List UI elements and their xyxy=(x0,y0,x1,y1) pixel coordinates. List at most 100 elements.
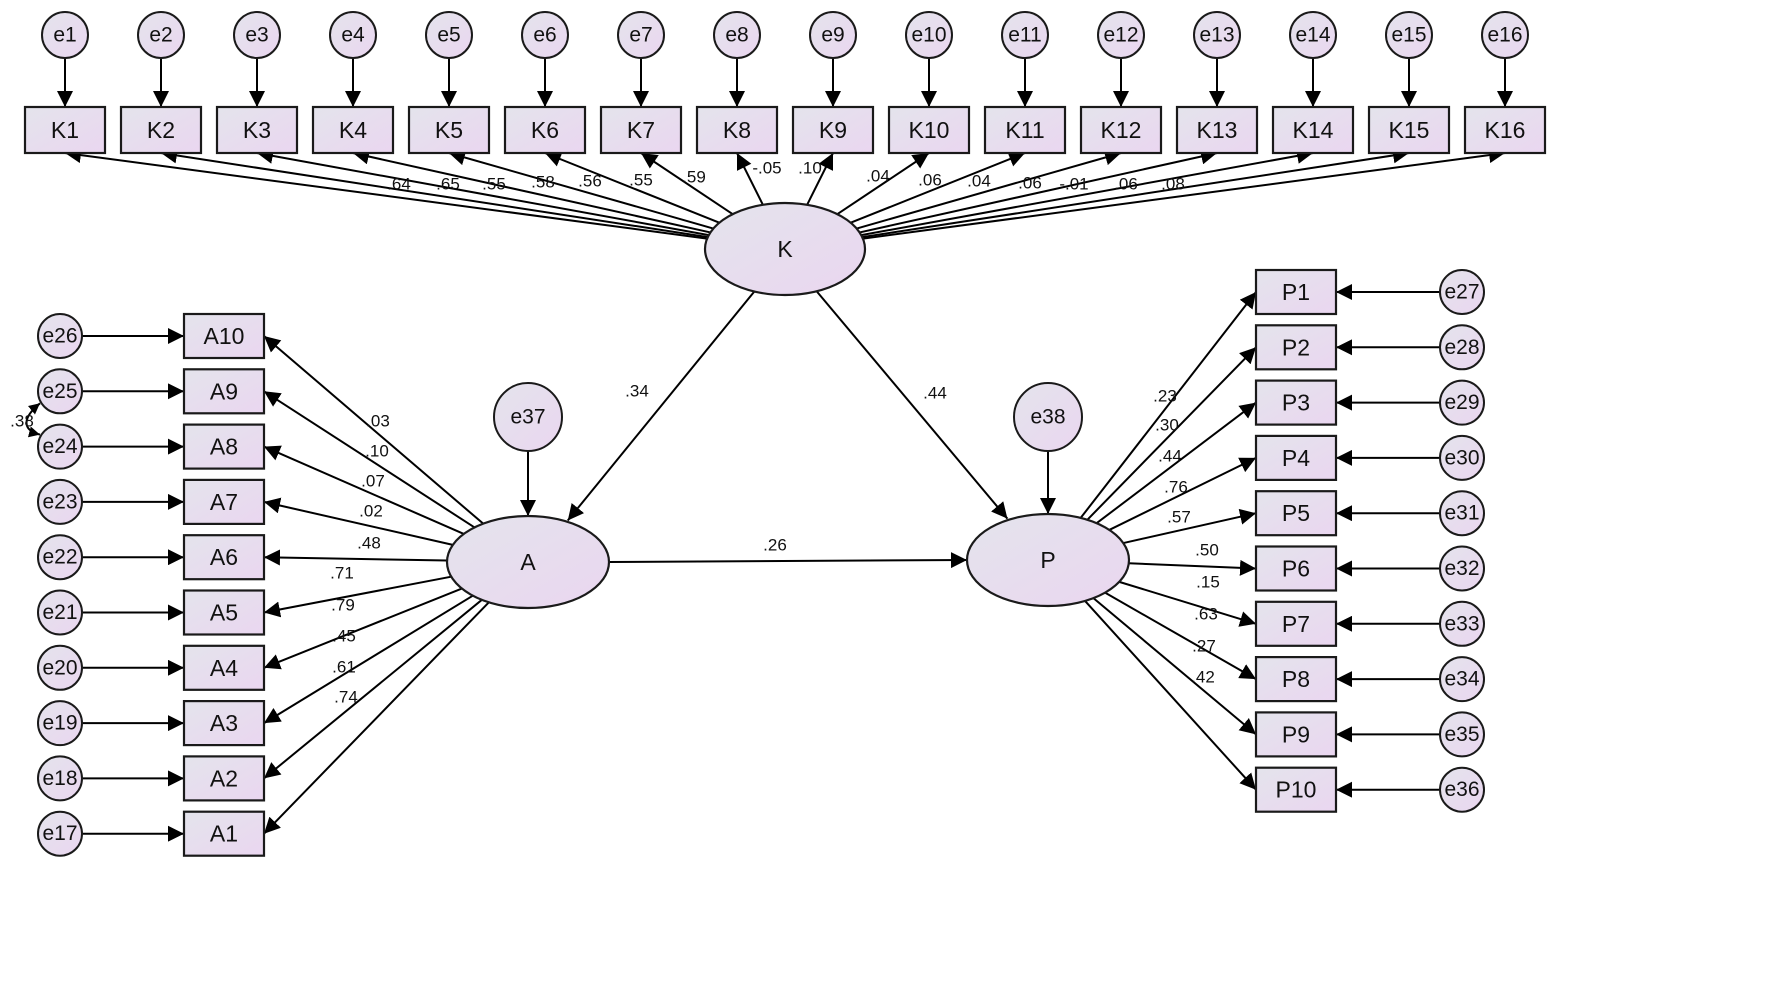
error-e35[interactable]: e35 xyxy=(1439,711,1485,758)
p9-loading-arrow xyxy=(1092,597,1257,736)
indicator-k10[interactable]: K10 xyxy=(887,105,971,155)
indicator-p2-label: P2 xyxy=(1282,334,1310,360)
indicator-k6[interactable]: K6 xyxy=(503,105,587,155)
indicator-p8[interactable]: P8 xyxy=(1254,655,1338,703)
error-e29[interactable]: e29 xyxy=(1439,379,1485,426)
indicator-a2[interactable]: A2 xyxy=(182,755,266,802)
indicator-p9[interactable]: P9 xyxy=(1254,711,1338,758)
error-e6[interactable]: e6 xyxy=(521,11,569,59)
indicator-a9[interactable]: A9 xyxy=(182,368,266,415)
a-row6-loading-arrow xyxy=(263,575,452,618)
error-e14[interactable]: e14 xyxy=(1289,11,1337,59)
latent-p[interactable]: P xyxy=(965,512,1131,608)
error-e30[interactable]: e30 xyxy=(1439,434,1485,481)
error-e10[interactable]: e10 xyxy=(905,11,953,59)
indicator-k12[interactable]: K12 xyxy=(1079,105,1163,155)
error-e23[interactable]: e23 xyxy=(37,478,83,525)
indicator-k9[interactable]: K9 xyxy=(791,105,875,155)
error-e11[interactable]: e11 xyxy=(1001,11,1049,59)
indicator-k5[interactable]: K5 xyxy=(407,105,491,155)
error-e29-circle xyxy=(1439,379,1485,426)
indicator-p9-box xyxy=(1254,711,1338,758)
latent-a[interactable]: A xyxy=(445,514,611,610)
indicator-k13[interactable]: K13 xyxy=(1175,105,1259,155)
error-e14-label: e14 xyxy=(1295,24,1330,47)
error-e3-circle xyxy=(233,11,281,59)
error-e17-circle xyxy=(37,810,83,857)
error-e31[interactable]: e31 xyxy=(1439,490,1485,537)
indicator-p4[interactable]: P4 xyxy=(1254,434,1338,481)
error-e20[interactable]: e20 xyxy=(37,644,83,691)
indicator-p3[interactable]: P3 xyxy=(1254,379,1338,426)
error-e13[interactable]: e13 xyxy=(1193,11,1241,59)
error-e9[interactable]: e9 xyxy=(809,11,857,59)
error-e21[interactable]: e21 xyxy=(37,589,83,636)
indicator-p7[interactable]: P7 xyxy=(1254,600,1338,647)
error-e12[interactable]: e12 xyxy=(1097,11,1145,59)
indicator-k3-box xyxy=(215,105,299,155)
error-e36-circle xyxy=(1439,766,1485,813)
error-e25[interactable]: e25 xyxy=(37,368,83,415)
indicator-k15[interactable]: K15 xyxy=(1367,105,1451,155)
indicator-k14[interactable]: K14 xyxy=(1271,105,1355,155)
error-e4[interactable]: e4 xyxy=(329,11,377,59)
indicator-a9-box xyxy=(182,368,266,415)
indicator-k4[interactable]: K4 xyxy=(311,105,395,155)
p5-loading-arrow xyxy=(1123,508,1257,545)
indicator-k13-label: K13 xyxy=(1197,117,1238,143)
indicator-k1[interactable]: K1 xyxy=(23,105,107,155)
error-e37[interactable]: e37 xyxy=(493,382,563,452)
error-e17[interactable]: e17 xyxy=(37,810,83,857)
indicator-a7[interactable]: A7 xyxy=(182,478,266,525)
indicator-p2[interactable]: P2 xyxy=(1254,324,1338,371)
error-e2[interactable]: e2 xyxy=(137,11,185,59)
indicator-k8[interactable]: K8 xyxy=(695,105,779,155)
error-e26[interactable]: e26 xyxy=(37,313,83,359)
error-e1[interactable]: e1 xyxy=(41,11,89,59)
error-e7[interactable]: e7 xyxy=(617,11,665,59)
error-e3[interactable]: e3 xyxy=(233,11,281,59)
indicator-k9-box xyxy=(791,105,875,155)
indicator-a4[interactable]: A4 xyxy=(182,644,266,691)
indicator-p10[interactable]: P10 xyxy=(1254,766,1338,813)
error-e33[interactable]: e33 xyxy=(1439,600,1485,647)
indicator-a5[interactable]: A5 xyxy=(182,589,266,636)
indicator-a6[interactable]: A6 xyxy=(182,534,266,581)
indicator-k3[interactable]: K3 xyxy=(215,105,299,155)
loading-a5: .71 xyxy=(330,564,354,583)
indicator-p6[interactable]: P6 xyxy=(1254,545,1338,592)
error-e26-label: e26 xyxy=(42,325,77,348)
error-e7-label: e7 xyxy=(629,24,652,47)
indicator-a3[interactable]: A3 xyxy=(182,699,266,747)
indicator-k5-label: K5 xyxy=(435,117,463,143)
indicator-k7[interactable]: K7 xyxy=(599,105,683,155)
error-e34[interactable]: e34 xyxy=(1439,656,1485,703)
indicator-k11[interactable]: K11 xyxy=(983,105,1067,155)
a-row4-loading-arrow xyxy=(263,497,454,546)
indicator-p1[interactable]: P1 xyxy=(1254,268,1338,316)
indicator-a8[interactable]: A8 xyxy=(182,423,266,470)
error-e16[interactable]: e16 xyxy=(1481,11,1529,59)
error-e5[interactable]: e5 xyxy=(425,11,473,59)
error-e24[interactable]: e24 xyxy=(37,423,83,470)
indicator-k2[interactable]: K2 xyxy=(119,105,203,155)
error-e32[interactable]: e32 xyxy=(1439,545,1485,592)
error-e22[interactable]: e22 xyxy=(37,534,83,581)
error-e19-label: e19 xyxy=(42,712,77,735)
indicator-k16[interactable]: K16 xyxy=(1463,105,1547,155)
latent-k[interactable]: K xyxy=(703,201,867,297)
indicator-p5[interactable]: P5 xyxy=(1254,490,1338,537)
error-e22-label: e22 xyxy=(42,546,77,569)
error-e36[interactable]: e36 xyxy=(1439,766,1485,813)
error-e8[interactable]: e8 xyxy=(713,11,761,59)
error-e27[interactable]: e27 xyxy=(1439,269,1485,315)
indicator-a1[interactable]: A1 xyxy=(182,810,266,857)
indicator-p3-label: P3 xyxy=(1282,390,1310,416)
error-e28[interactable]: e28 xyxy=(1439,324,1485,371)
error-e19[interactable]: e19 xyxy=(37,700,83,747)
error-e38[interactable]: e38 xyxy=(1013,382,1083,452)
error-e15[interactable]: e15 xyxy=(1385,11,1433,59)
error-e18[interactable]: e18 xyxy=(37,755,83,802)
indicator-a10[interactable]: A10 xyxy=(182,312,266,360)
